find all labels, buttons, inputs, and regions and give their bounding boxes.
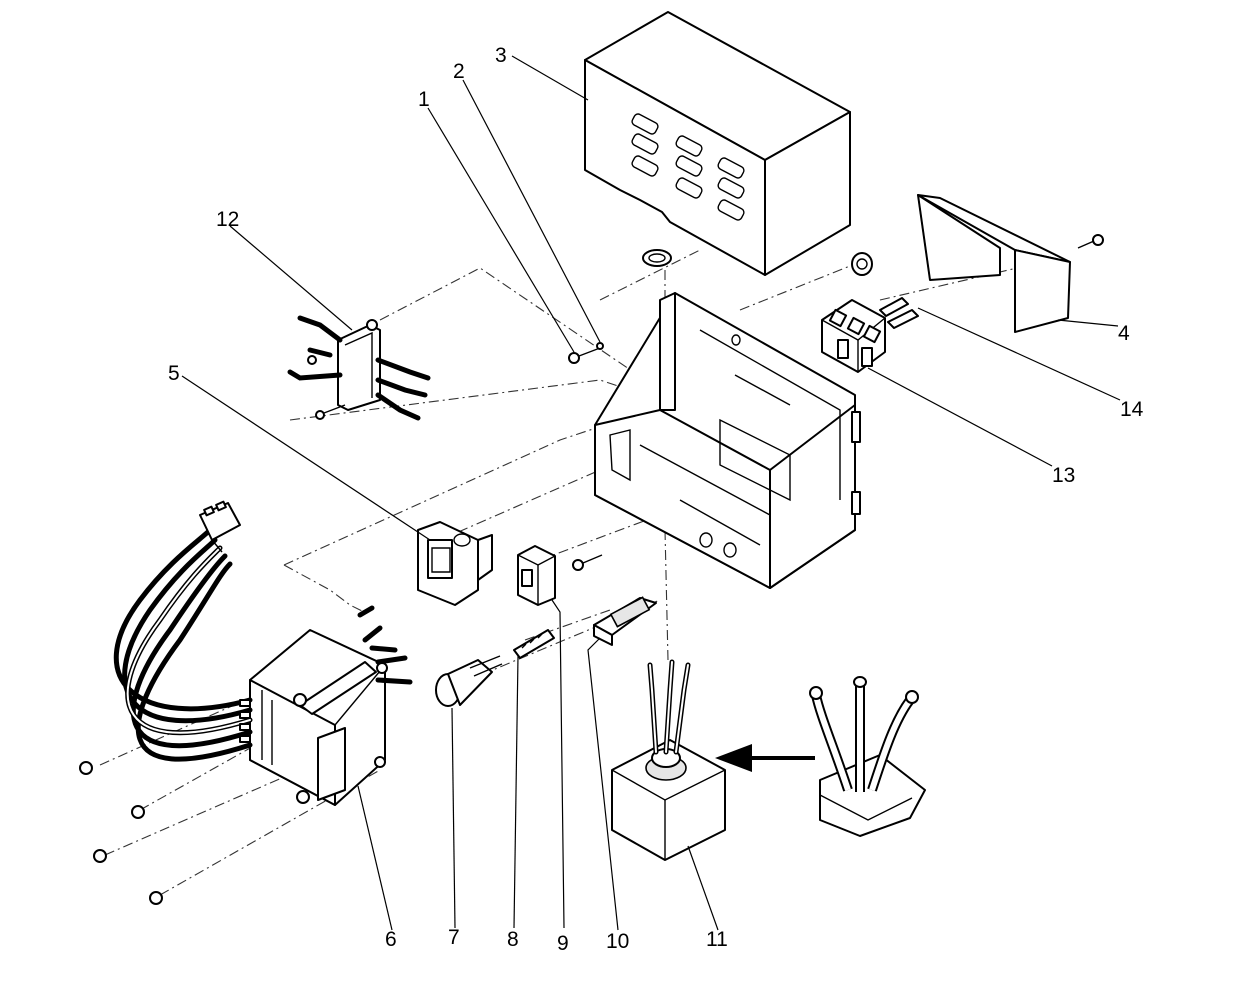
part-end-panel	[917, 194, 1104, 333]
callout-11: 11	[706, 928, 728, 951]
callout-5: 5	[168, 362, 180, 385]
part-module	[517, 545, 603, 606]
callout-9: 9	[557, 932, 569, 955]
callout-13: 13	[1052, 464, 1075, 487]
part-potted-module	[611, 659, 726, 861]
part-knob	[435, 655, 503, 707]
part-terminal-block	[821, 297, 919, 373]
part-transformer	[249, 605, 413, 806]
grommets	[642, 249, 873, 276]
direction-arrow	[715, 744, 815, 772]
callout-1: 1	[418, 88, 430, 111]
callout-12: 12	[216, 208, 239, 231]
callout-labels: 1 2 3 4 5 6 7 8 9 10 11 12 13 14	[168, 44, 1144, 955]
part-spring	[513, 629, 555, 659]
part-relay	[287, 315, 431, 421]
callout-7: 7	[448, 926, 460, 949]
part-wire-harness	[113, 500, 253, 762]
callout-3: 3	[495, 44, 507, 67]
callout-8: 8	[507, 928, 519, 951]
part-chassis	[594, 292, 861, 589]
callout-6: 6	[385, 928, 397, 951]
leader-lines	[181, 55, 1121, 931]
callout-4: 4	[1118, 322, 1130, 345]
part-fuse-holder	[593, 596, 657, 646]
callout-10: 10	[606, 930, 629, 953]
part-switch	[417, 521, 493, 606]
transformer-screws	[79, 761, 163, 905]
part-alternate-module	[809, 676, 926, 837]
callout-14: 14	[1120, 398, 1144, 421]
screws-top	[568, 342, 604, 364]
part-cover	[584, 11, 851, 276]
callout-2: 2	[453, 60, 465, 83]
